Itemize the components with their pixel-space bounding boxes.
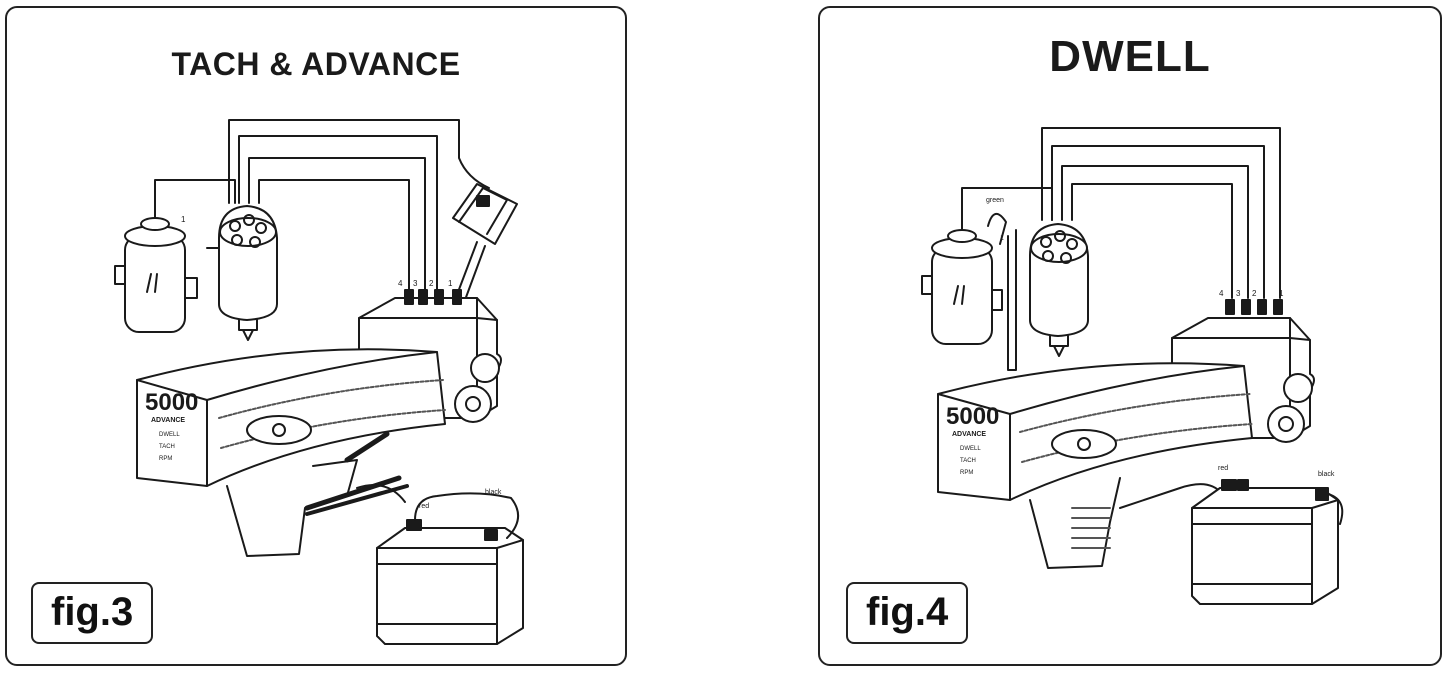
figure-label: fig.3 bbox=[31, 582, 154, 644]
meter-mode-rpm: RPM bbox=[960, 470, 973, 476]
meter-mode-dwell: DWELL bbox=[960, 446, 981, 452]
plug-number: 4 bbox=[398, 279, 403, 288]
wire-label-black: black bbox=[485, 489, 502, 496]
meter-mode-rpm: RPM bbox=[159, 456, 172, 462]
spark-plug-wires bbox=[154, 119, 490, 294]
green-wire-clip bbox=[987, 213, 1017, 371]
timing-light-pickup bbox=[452, 183, 518, 301]
battery bbox=[356, 484, 524, 645]
battery-wire-labels: red black bbox=[419, 489, 502, 510]
figure-panel-tach-advance: TACH & ADVANCE 1 bbox=[5, 6, 627, 666]
coil-mark: 1 bbox=[181, 215, 186, 224]
wire-label-green: green bbox=[986, 197, 1004, 204]
distributor bbox=[1029, 223, 1089, 357]
plug-number: 3 bbox=[413, 279, 418, 288]
meter-mode-tach: TACH bbox=[159, 444, 175, 450]
meter-display: 5000 bbox=[145, 389, 198, 416]
distributor bbox=[206, 205, 278, 341]
ignition-coil bbox=[921, 229, 1003, 345]
plug-number: 3 bbox=[1236, 289, 1241, 298]
wire-label-red: red bbox=[419, 503, 429, 510]
meter-face-text: 5000 ADVANCE DWELL TACH RPM bbox=[946, 403, 999, 476]
plug-number: 2 bbox=[1252, 289, 1257, 298]
meter-mode-title: ADVANCE bbox=[151, 417, 185, 424]
tach-advance-wiring-diagram: 1 4 3 2 1 bbox=[114, 119, 524, 645]
battery-wire-labels: red black bbox=[1218, 465, 1335, 478]
spark-plug-wires bbox=[961, 127, 1281, 299]
ignition-coil bbox=[114, 217, 198, 333]
dwell-wiring-diagram: green 1 bbox=[921, 127, 1344, 605]
analyzer-meter bbox=[937, 362, 1253, 569]
meter-display: 5000 bbox=[946, 403, 999, 430]
plug-number-labels: 4 3 2 1 bbox=[1219, 289, 1284, 298]
wire-label-red: red bbox=[1218, 465, 1228, 472]
battery bbox=[1191, 479, 1344, 605]
meter-mode-title: ADVANCE bbox=[952, 431, 986, 438]
meter-face-text: 5000 ADVANCE DWELL TACH RPM bbox=[145, 389, 198, 462]
plug-number: 2 bbox=[429, 279, 434, 288]
wire-label-black: black bbox=[1318, 471, 1335, 478]
analyzer-meter bbox=[136, 348, 446, 557]
figure-panel-dwell: DWELL green 1 bbox=[818, 6, 1442, 666]
plug-number: 1 bbox=[1279, 289, 1284, 298]
plug-number: 4 bbox=[1219, 289, 1224, 298]
plug-number-labels: 4 3 2 1 bbox=[398, 279, 453, 288]
figure-title: DWELL bbox=[1049, 32, 1211, 81]
plug-number: 1 bbox=[448, 279, 453, 288]
meter-mode-dwell: DWELL bbox=[159, 432, 180, 438]
coil-mark: 1 bbox=[1000, 235, 1004, 242]
figure-label: fig.4 bbox=[846, 582, 969, 644]
figure-title: TACH & ADVANCE bbox=[171, 46, 461, 82]
meter-mode-tach: TACH bbox=[960, 458, 976, 464]
